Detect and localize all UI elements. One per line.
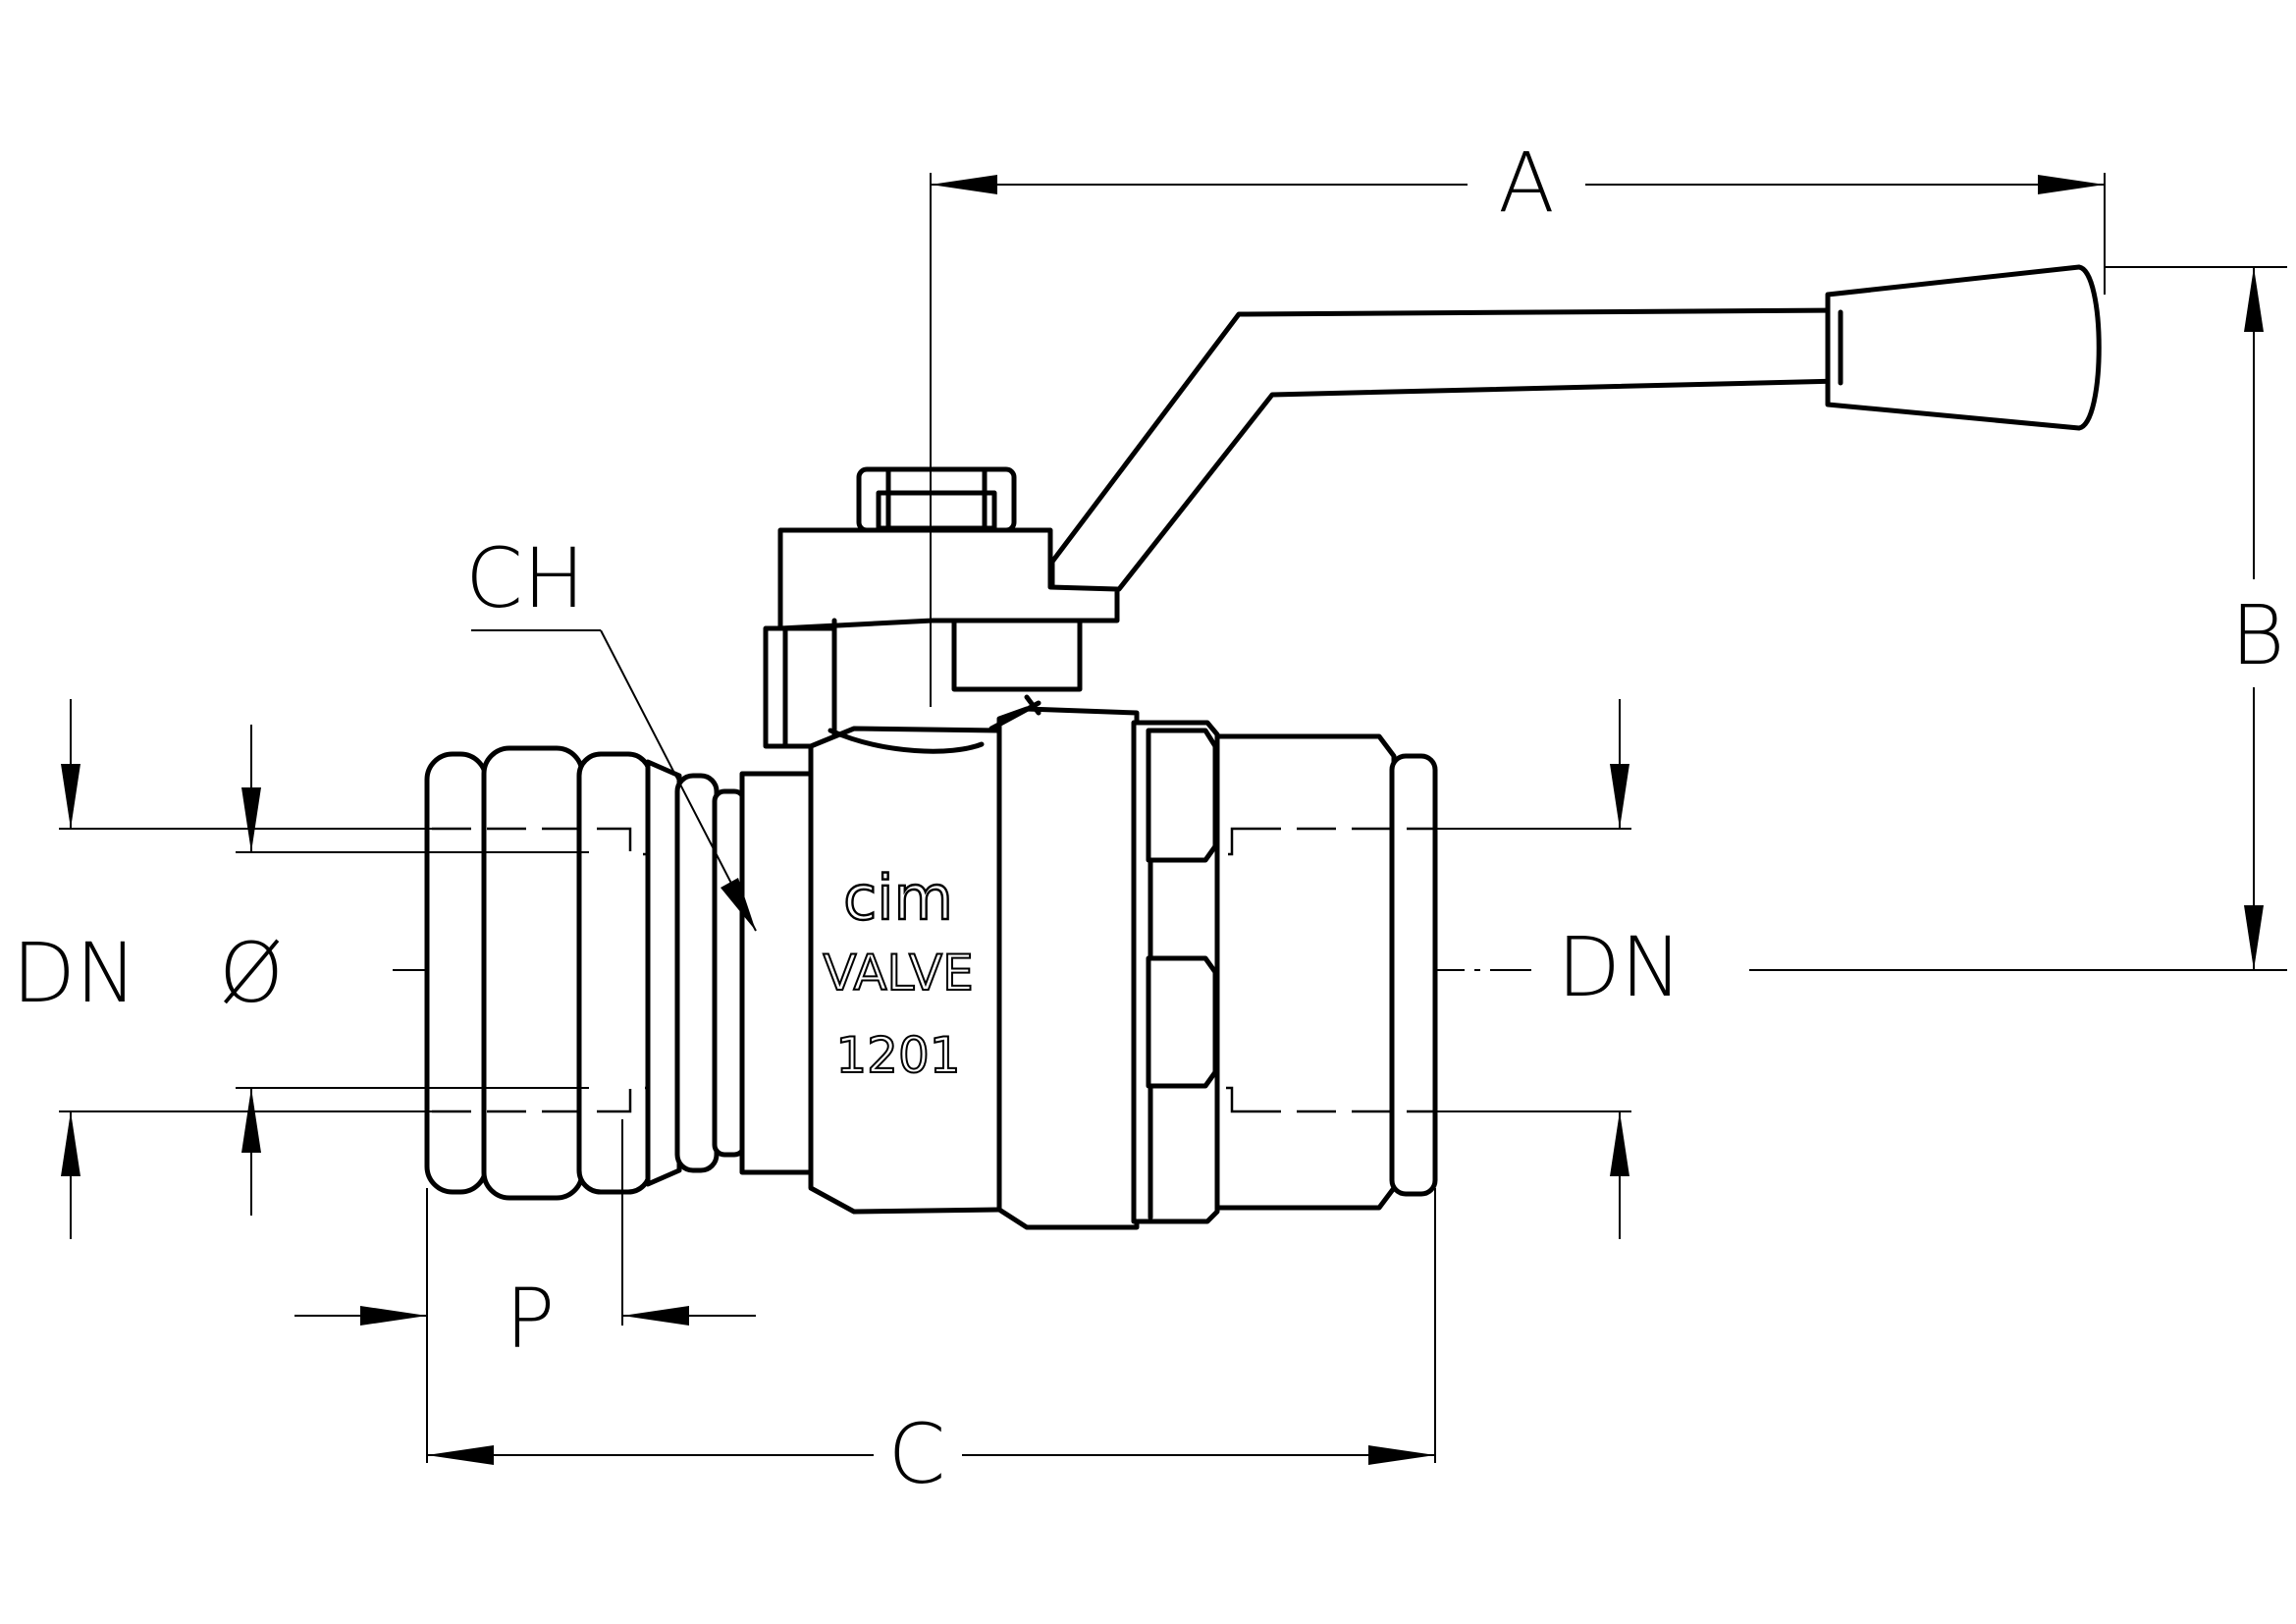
dimension-label-dn-left: DN	[12, 925, 137, 1021]
dimension-ch: CH	[465, 530, 757, 932]
dimension-dn-left: DN	[12, 699, 432, 1239]
dimension-label-dn-right: DN	[1557, 919, 1682, 1015]
lever-handle	[1049, 264, 2102, 592]
valve-body	[808, 694, 1140, 1230]
dimension-label-a: A	[1498, 135, 1554, 231]
valve-mark: VALVE	[823, 945, 973, 1001]
dimension-label-ch: CH	[465, 530, 585, 626]
dimension-label-c: C	[888, 1406, 946, 1502]
left-end-fitting	[424, 745, 816, 1201]
brand-mark: cim	[843, 862, 953, 934]
dimension-b: B	[1749, 266, 2287, 971]
stem-assembly	[763, 466, 1120, 749]
body-marking: cim VALVE 1201	[822, 861, 974, 1085]
dimension-a: A	[930, 135, 2106, 707]
dimension-label-b: B	[2230, 587, 2284, 683]
dimension-dn-right: DN	[1435, 699, 1682, 1239]
dimension-label-p: P	[506, 1271, 556, 1367]
model-mark: 1201	[835, 1027, 960, 1084]
right-end-fitting	[1131, 720, 1438, 1224]
dimension-label-diameter: Ø	[219, 925, 284, 1021]
dimension-diameter: Ø	[219, 725, 589, 1216]
hidden-bore-lines	[432, 827, 1433, 1113]
dimension-p: P	[294, 1119, 756, 1367]
dimension-c: C	[426, 1188, 1436, 1502]
